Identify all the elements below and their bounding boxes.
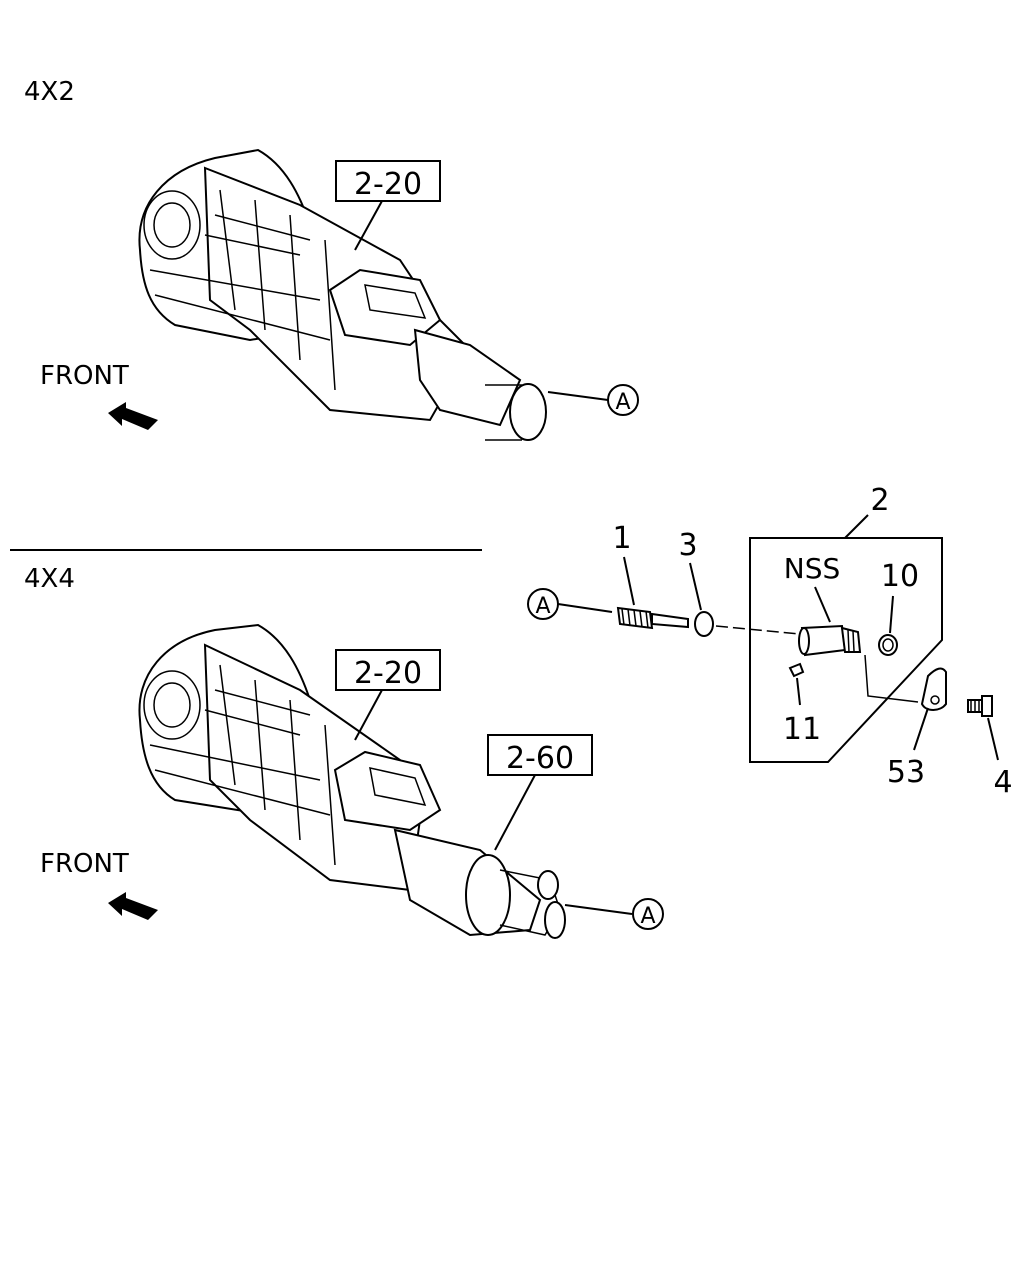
front-label-4x2: FRONT — [40, 361, 129, 391]
ref-leader-2-20-4x4 — [354, 689, 383, 741]
ref-box-2-60 — [487, 734, 593, 776]
part-leader-53 — [913, 707, 929, 751]
assembly-centerline — [715, 625, 801, 635]
part-number-53: 53 — [887, 755, 925, 790]
callout-a-detail: A — [535, 594, 550, 619]
ref-box-2-20-4x4 — [335, 649, 441, 691]
assembly-number-2: 2 — [870, 483, 889, 518]
assembly-frame-2 — [749, 537, 943, 763]
ref-box-2-20-4x2 — [335, 160, 441, 202]
part-leader-11 — [796, 677, 801, 706]
pin-part — [788, 662, 805, 678]
ref-leader-2-60 — [494, 774, 536, 851]
transmission-4x2-illustration — [138, 148, 547, 441]
front-arrow-icon — [108, 892, 158, 920]
front-arrow-icon — [108, 402, 158, 430]
ref-box-label-2-60: 2-60 — [506, 741, 574, 776]
callout-a-4x2: A — [615, 390, 630, 415]
front-label-4x4: FRONT — [40, 849, 129, 879]
seal-part — [878, 634, 898, 656]
o-ring-part — [694, 611, 714, 637]
callout-leader-detail — [557, 603, 613, 613]
sleeve-part — [798, 624, 862, 657]
callout-circle-4x4 — [632, 898, 664, 930]
driven-gear-part — [616, 606, 689, 630]
transmission-4x4-illustration — [138, 623, 566, 939]
ref-box-label-4x2: 2-20 — [354, 167, 422, 202]
ref-leader-4x2 — [354, 200, 383, 251]
part-leader-10 — [889, 595, 894, 634]
heading-4x4: 4X4 — [24, 564, 75, 594]
ref-box-label-2-20-4x4: 2-20 — [354, 656, 422, 691]
lock-plate-part — [920, 667, 947, 711]
callout-circle-4x2 — [607, 384, 639, 416]
nss-leader — [814, 586, 831, 623]
assembly-leader-2 — [844, 514, 869, 539]
assembly-connector — [864, 654, 919, 703]
callout-leader-4x4 — [564, 904, 633, 915]
part-leader-4 — [987, 717, 999, 761]
part-number-1: 1 — [612, 521, 631, 556]
callout-a-4x4: A — [640, 904, 655, 929]
part-leader-1 — [623, 556, 635, 606]
nss-label: NSS — [784, 552, 841, 585]
part-number-11: 11 — [783, 712, 821, 747]
heading-4x2: 4X2 — [24, 77, 75, 107]
part-number-10: 10 — [881, 559, 919, 594]
bolt-part — [967, 695, 993, 717]
part-leader-3 — [689, 562, 702, 611]
part-number-3: 3 — [678, 528, 697, 563]
part-number-4: 4 — [993, 765, 1012, 800]
callout-leader-4x2 — [547, 391, 609, 401]
